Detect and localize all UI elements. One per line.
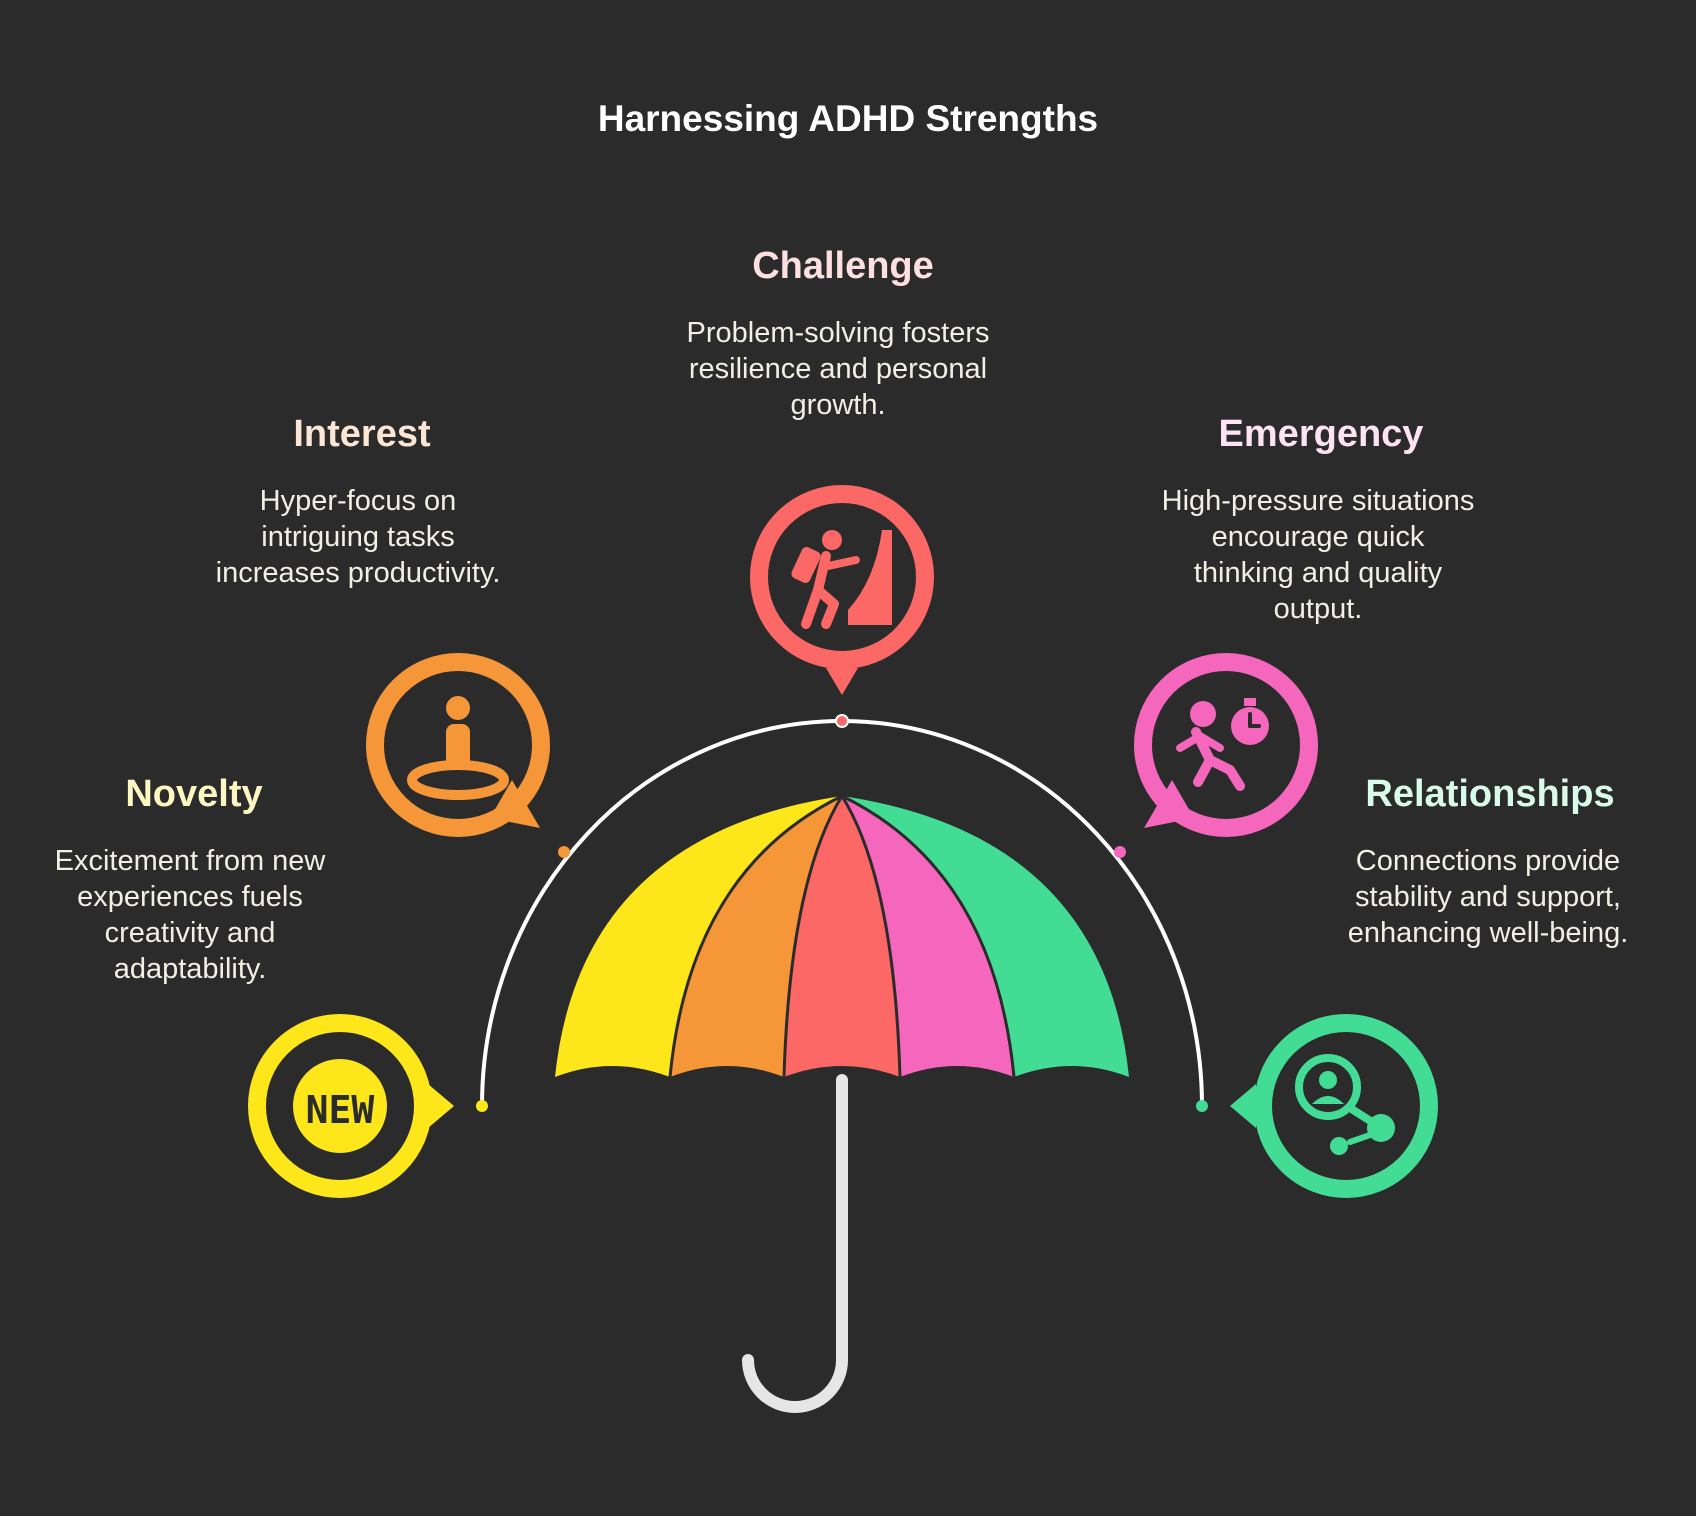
canopy-panel-relationships [842, 796, 1129, 1077]
canopy-panel-emergency [842, 796, 1014, 1077]
description-relationships: Connections provide stability and suppor… [1347, 845, 1629, 949]
arc-dot-interest [558, 846, 570, 858]
canopy-panel-novelty [555, 796, 842, 1077]
new-badge-icon: NEW [293, 1059, 387, 1153]
running-stopwatch-icon [1176, 698, 1269, 791]
arc-dot-relationships [1196, 1100, 1208, 1112]
heading-emergency: Emergency [1218, 413, 1424, 455]
bubble-emergency [1134, 653, 1318, 837]
arc-dot-novelty [476, 1100, 488, 1112]
arc-dot-challenge [835, 714, 849, 728]
heading-challenge: Challenge [752, 245, 934, 287]
description-challenge: Problem-solving fosters resilience and p… [686, 317, 990, 421]
climber-icon [791, 530, 892, 629]
bubble-challenge [750, 485, 934, 695]
bubble-relationships [1230, 1014, 1438, 1198]
heading-novelty: Novelty [125, 773, 263, 815]
umbrella-handle [742, 1074, 848, 1413]
description-novelty: Excitement from new experiences fuels cr… [54, 845, 326, 985]
network-person-icon [1295, 1054, 1395, 1155]
heading-relationships: Relationships [1365, 773, 1615, 815]
page-title: Harnessing ADHD Strengths [597, 98, 1099, 139]
new-badge-text: NEW [306, 1088, 375, 1132]
umbrella-canopy [555, 794, 1129, 1078]
bubble-novelty: NEW [248, 1014, 454, 1198]
canopy-panel-interest [670, 796, 842, 1077]
description-interest: Hyper-focus on intriguing tasks increase… [215, 485, 501, 589]
description-emergency: High-pressure situations encourage quick… [1161, 485, 1475, 625]
arc-dot-emergency [1114, 846, 1126, 858]
heading-interest: Interest [293, 413, 431, 455]
person-target-icon [407, 696, 509, 800]
bubble-interest [366, 653, 550, 837]
